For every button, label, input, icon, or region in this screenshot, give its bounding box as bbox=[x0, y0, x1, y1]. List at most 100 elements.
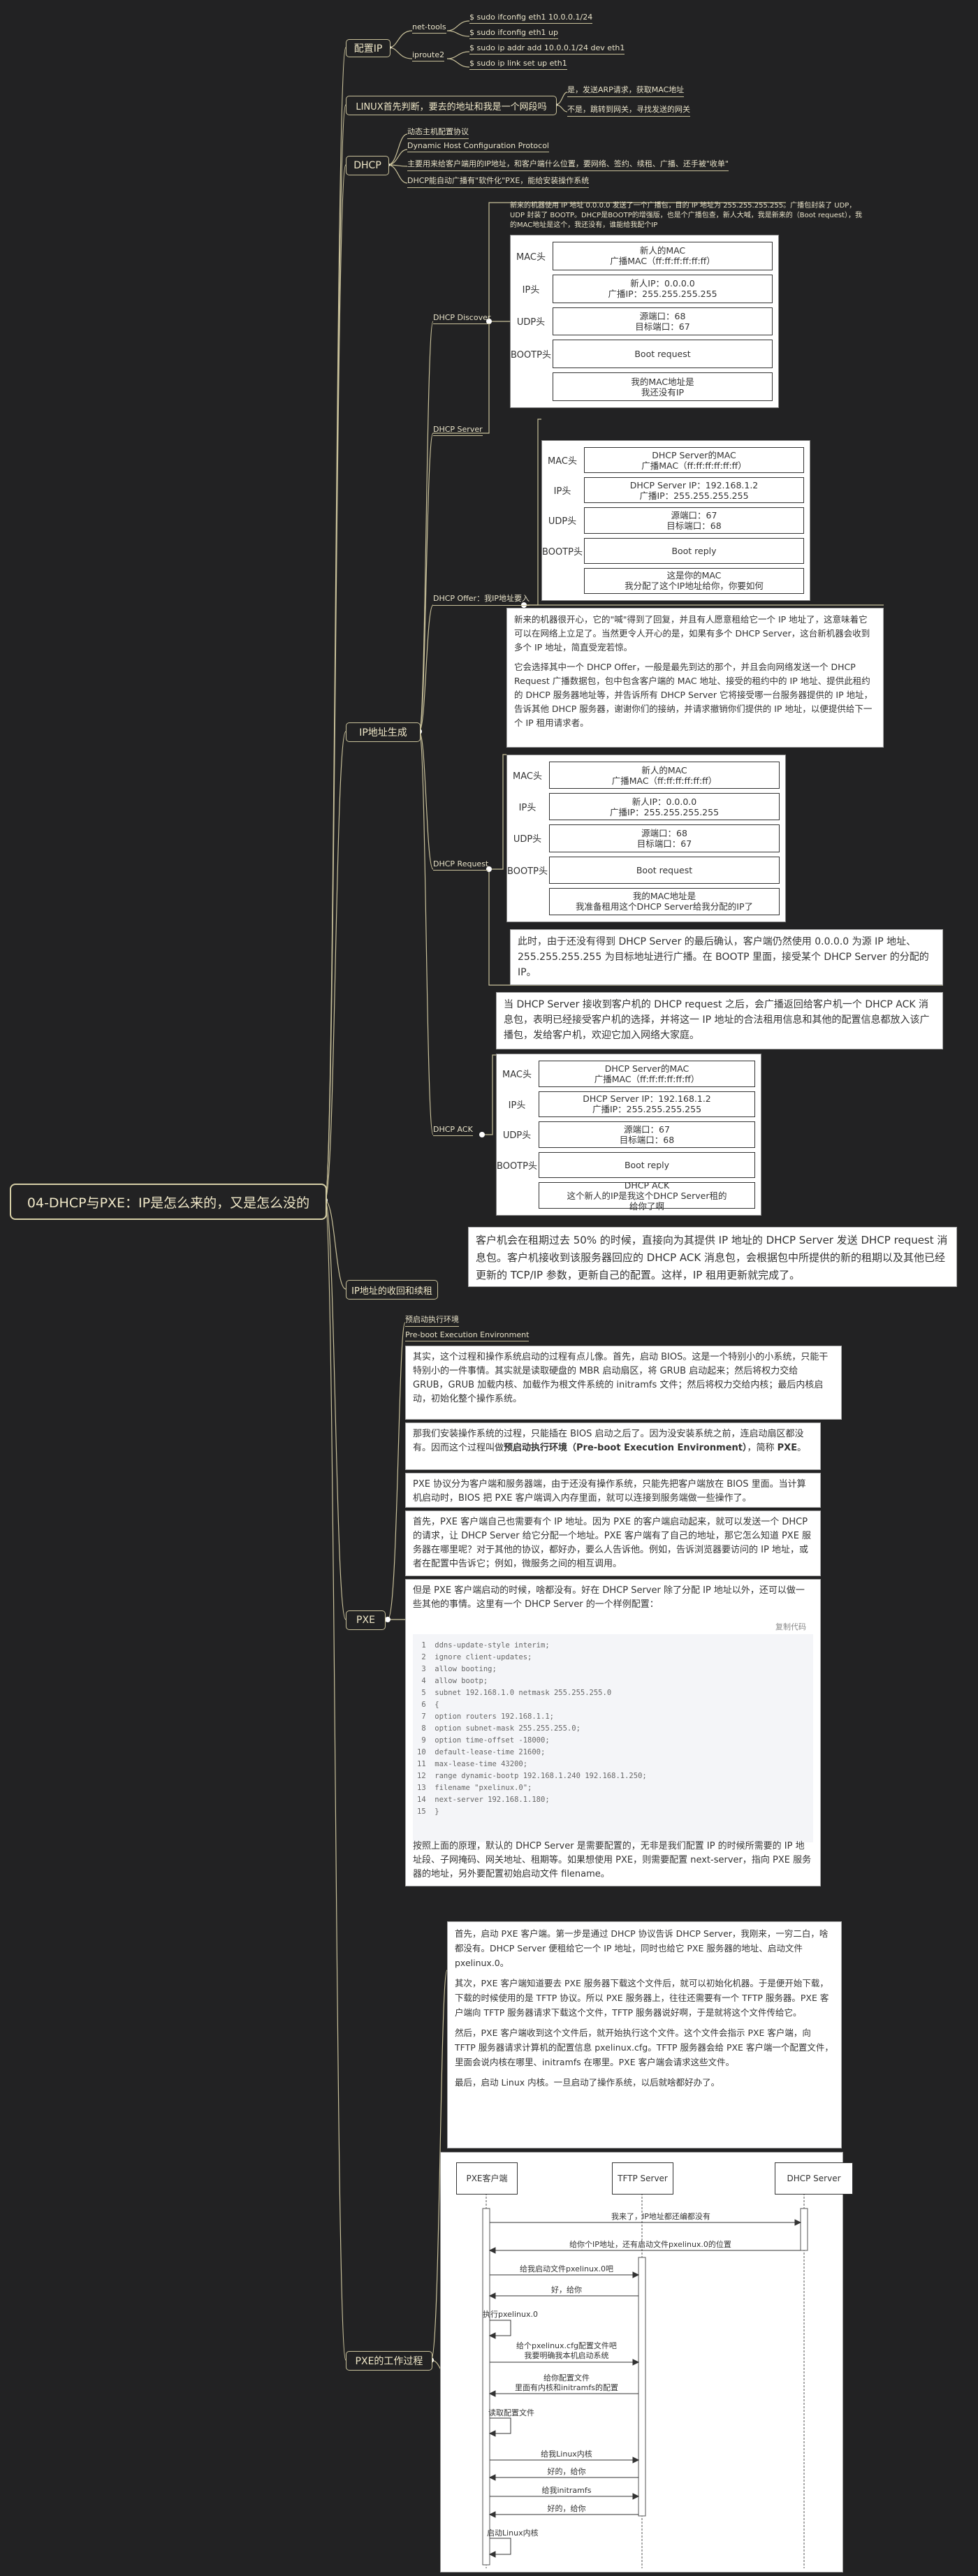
code-line: 1 ddns-update-style interim; bbox=[417, 1641, 550, 1650]
copy-code-button[interactable]: 复制代码 bbox=[775, 1622, 806, 1631]
net-tools-label: net-tools bbox=[412, 22, 446, 34]
packet-row-label: MAC头 bbox=[516, 252, 546, 263]
seq-msg-12: 好的，给你 bbox=[547, 2504, 586, 2513]
pxe-after-code: 按照上面的原理，默认的 DHCP Server 是需要配置的，无非是我们配置 I… bbox=[413, 1841, 812, 1879]
recycle-text: 客户机会在租期过去 50% 的时候，直接向为其提供 IP 地址的 DHCP Se… bbox=[468, 1227, 957, 1287]
code-line: 2 ignore client-updates; bbox=[417, 1653, 532, 1661]
code-line: 14 next-server 192.168.1.180; bbox=[417, 1796, 550, 1804]
pxe-text-5: 但是 PXE 客户端启动的时候，啥都没有。好在 DHCP Server 除了分配… bbox=[413, 1585, 805, 1610]
packet-row: 我的MAC地址是我准备租用这个DHCP Server给我分配的IP了 bbox=[507, 886, 785, 917]
packet-row-label: IP头 bbox=[553, 486, 571, 497]
flow-text: 首先，启动 PXE 客户端。第一步是通过 DHCP 协议告诉 DHCP Serv… bbox=[447, 1921, 842, 2148]
pxe-text-3: PXE 协议分为客户端和服务器端，由于还没有操作系统，只能先把客户端放在 BIO… bbox=[405, 1473, 821, 1508]
offer-text: 新来的机器很开心，它的"喊"得到了回复，并且有人愿意租给它一个 IP 地址了，这… bbox=[506, 608, 884, 748]
code-line: 7 option routers 192.168.1.1; bbox=[417, 1712, 554, 1721]
packet-row-label: BOOTP头 bbox=[497, 1161, 537, 1172]
branch-config-ip[interactable]: 配置IP bbox=[346, 39, 391, 57]
code-line: 10 default-lease-time 21600; bbox=[417, 1748, 546, 1756]
seq-msg-8: 读取配置文件 bbox=[488, 2408, 534, 2417]
seq-msg-10: 好的，给你 bbox=[547, 2467, 586, 2476]
packet-row-label: MAC头 bbox=[502, 1070, 532, 1081]
stage-server: DHCP Server bbox=[433, 425, 483, 436]
packet-row-label: UDP头 bbox=[502, 1130, 532, 1142]
sequence-lines bbox=[482, 2193, 808, 2568]
dhcp-note-1: 动态主机配置协议 bbox=[407, 126, 469, 139]
seq-msg-4: 好，给你 bbox=[551, 2285, 582, 2294]
cmd-4: $ sudo ip link set up eth1 bbox=[469, 59, 567, 70]
seq-msg-9: 给我Linux内核 bbox=[541, 2450, 592, 2459]
iproute2-label: iproute2 bbox=[412, 50, 445, 61]
judge-yes: 是，发送ARP请求，获取MAC地址 bbox=[567, 84, 685, 97]
pxe-label-en: Pre-boot Execution Environment bbox=[405, 1330, 530, 1341]
packet-row-label: MAC头 bbox=[548, 456, 577, 467]
actor-dhcp-server: DHCP Server bbox=[775, 2162, 853, 2195]
packet-row-label: BOOTP头 bbox=[507, 866, 548, 877]
stage-ack: DHCP ACK bbox=[433, 1125, 473, 1136]
packet-row-content: Boot request bbox=[549, 856, 780, 884]
cmd-2: $ sudo ifconfig eth1 up bbox=[469, 28, 558, 39]
packet-row-label: IP头 bbox=[518, 803, 537, 814]
flow-text-1: 首先，启动 PXE 客户端。第一步是通过 DHCP 协议告诉 DHCP Serv… bbox=[455, 1928, 829, 1968]
packet-row: 我的MAC地址是我还没有IP bbox=[511, 370, 778, 403]
code-line: 5 subnet 192.168.1.0 netmask 255.255.255… bbox=[417, 1689, 612, 1697]
branch-dhcp[interactable]: DHCP bbox=[346, 156, 389, 175]
branch-pxe[interactable]: PXE bbox=[346, 1610, 386, 1630]
offer-text-p2: 它会选择其中一个 DHCP Offer，一般是最先到达的那个，并且会向网络发送一… bbox=[514, 662, 873, 728]
cmd-3: $ sudo ip addr add 10.0.0.1/24 dev eth1 bbox=[469, 43, 625, 54]
code-line: 12 range dynamic-bootp 192.168.1.240 192… bbox=[417, 1772, 647, 1780]
seq-msg-5: 执行pxelinux.0 bbox=[483, 2310, 538, 2319]
flow-text-4: 最后，启动 Linux 内核。一旦启动了操作系统，以后就啥都好办了。 bbox=[455, 2077, 720, 2088]
code-line: 6 { bbox=[417, 1701, 439, 1709]
dhcp-note-3: 主要用来给客户端用的IP地址，和客户端什么位置，要网络、签约、续租、广播、还手被… bbox=[407, 158, 729, 171]
packet-row-label: BOOTP头 bbox=[542, 546, 583, 558]
packet-row-label: UDP头 bbox=[548, 516, 577, 527]
packet-row-content: Boot reply bbox=[584, 537, 804, 564]
actor-pxe-client: PXE客户端 bbox=[456, 2162, 518, 2195]
packet-row-label: MAC头 bbox=[513, 771, 542, 783]
cmd-1: $ sudo ifconfig eth1 10.0.0.1/24 bbox=[469, 13, 593, 24]
seq-msg-7: 给你配置文件 里面有内核和initramfs的配置 bbox=[515, 2373, 618, 2392]
packet-row-label: UDP头 bbox=[516, 317, 546, 328]
root-node[interactable]: 04-DHCP与PXE：IP是怎么来的，又是怎么没的 bbox=[10, 1184, 327, 1220]
seq-msg-11: 给我initramfs bbox=[541, 2486, 592, 2495]
seq-msg-3: 给我启动文件pxelinux.0吧 bbox=[520, 2264, 613, 2273]
flow-text-2: 其次，PXE 客户端知道要去 PXE 服务器下载这个文件后，就可以初始化机器。于… bbox=[455, 1978, 829, 2018]
branch-linux-judge[interactable]: LINUX首先判断，要去的地址和我是一个网段吗 bbox=[346, 96, 557, 115]
code-line: 8 option subnet-mask 255.255.255.0; bbox=[417, 1724, 581, 1733]
pxe-label-cn: 预启动执行环境 bbox=[405, 1314, 459, 1327]
branch-ip-gen[interactable]: IP地址生成 bbox=[346, 722, 421, 742]
packet-row-content: 我的MAC地址是我还没有IP bbox=[553, 372, 773, 401]
actor-tftp-server: TFTP Server bbox=[612, 2162, 673, 2195]
discover-note: 新来的机器使用 IP 地址 0.0.0.0 发送了一个广播包，目的 IP 地址为… bbox=[510, 202, 862, 229]
packet-row-label: IP头 bbox=[508, 1100, 526, 1111]
branch-pxe-flow[interactable]: PXE的工作过程 bbox=[346, 2351, 432, 2371]
seq-msg-13: 启动Linux内核 bbox=[487, 2528, 539, 2538]
branch-ip-recycle[interactable]: IP地址的收回和续租 bbox=[346, 1280, 438, 1300]
stage-offer: DHCP Offer：我IP地址要入 bbox=[433, 592, 530, 606]
